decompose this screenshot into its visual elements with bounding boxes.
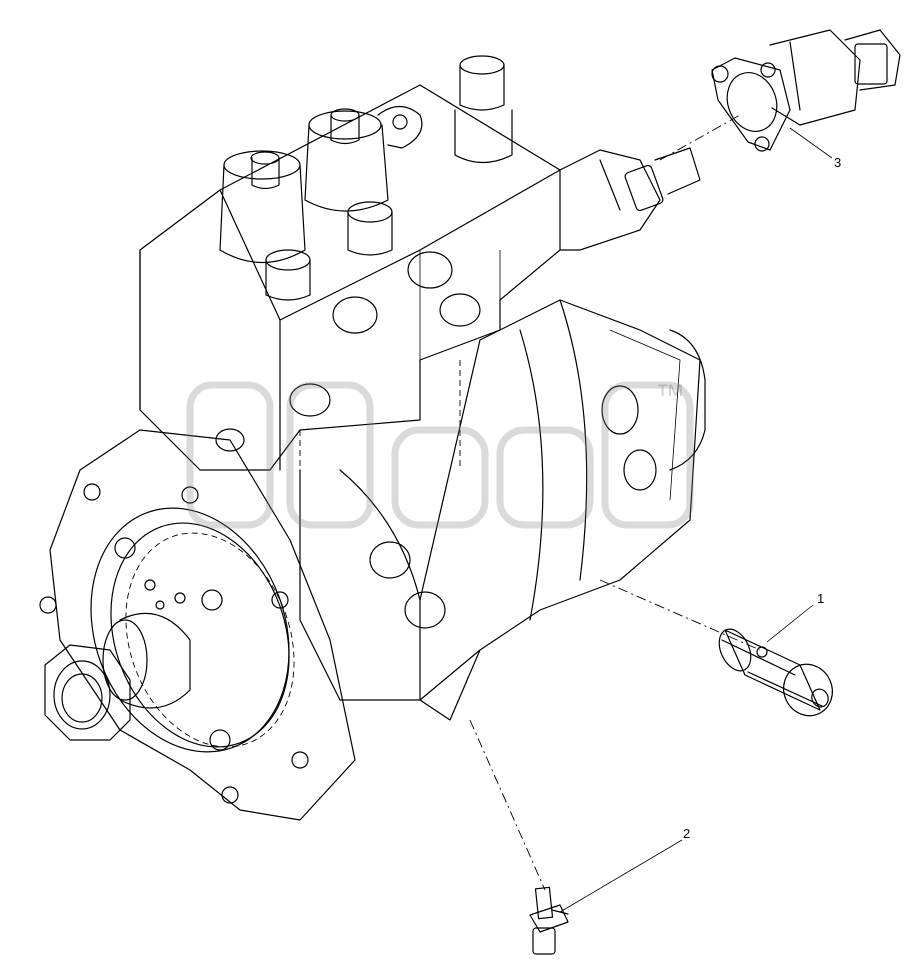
gear-housing — [419, 299, 706, 721]
side-valve-port — [559, 147, 701, 251]
mounting-flange — [39, 429, 356, 821]
part-1-pin — [718, 628, 833, 717]
shaft-nut — [44, 644, 131, 741]
callout-3: 3 — [834, 155, 841, 170]
pump-head-right — [304, 105, 423, 256]
part-3-metering-valve — [711, 29, 901, 152]
explode-lines — [469, 114, 761, 891]
fuel-pump-assembly — [39, 55, 706, 821]
body-bosses — [215, 251, 481, 629]
watermark-logo: ™ — [186, 379, 694, 529]
callout-1: 1 — [817, 591, 824, 606]
part-2-speed-sensor — [529, 886, 569, 955]
pressure-sensor-top — [454, 55, 513, 164]
pump-head-left — [219, 150, 311, 301]
leader-lines — [559, 127, 833, 913]
watermark-tm: ™ — [655, 379, 685, 412]
callout-2: 2 — [683, 826, 690, 841]
drive-hub — [90, 507, 295, 753]
